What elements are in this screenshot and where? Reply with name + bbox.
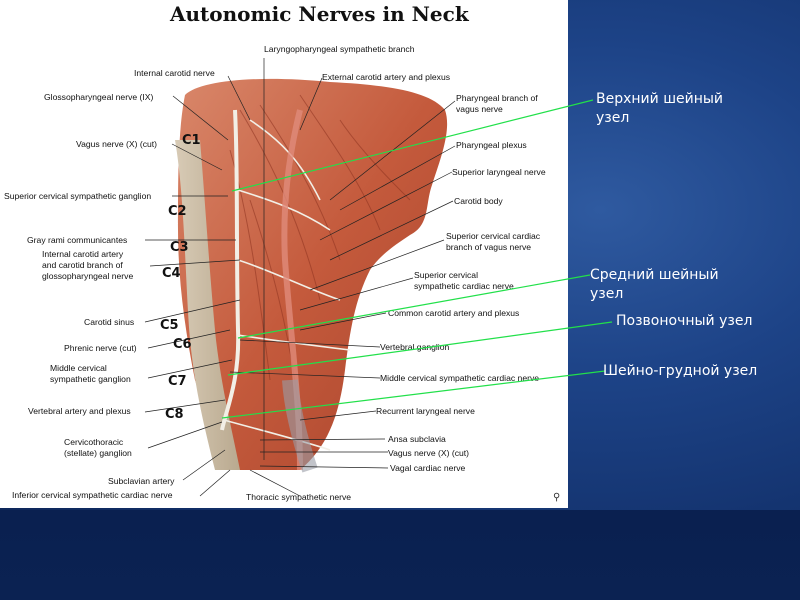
label-internal-carotid-artery-3: glossopharyngeal nerve <box>42 271 134 281</box>
label-laryngopharyngeal-branch: Laryngopharyngeal sympathetic branch <box>264 44 415 54</box>
label-ansa-subclavia: Ansa subclavia <box>388 434 446 444</box>
vertebra-label-c7: C7 <box>168 374 187 389</box>
vertebra-label-c4: C4 <box>162 266 181 281</box>
label-inferior-cardiac-nerve: Inferior cervical sympathetic cardiac ne… <box>12 490 173 500</box>
label-recurrent-laryngeal: Recurrent laryngeal nerve <box>376 406 475 416</box>
label-cervicothoracic-2: (stellate) ganglion <box>64 448 132 458</box>
label-sup-sympathetic-cardiac-1: Superior cervical <box>414 270 478 280</box>
label-external-carotid: External carotid artery and plexus <box>322 72 451 82</box>
label-carotid-sinus: Carotid sinus <box>84 317 135 327</box>
label-vagus-nerve-cut-right: Vagus nerve (X) (cut) <box>388 448 470 458</box>
vertebra-label-c2: C2 <box>168 204 187 219</box>
vertebra-label-c8: C8 <box>165 407 184 422</box>
label-sup-sympathetic-cardiac-2: sympathetic cardiac nerve <box>414 281 514 291</box>
label-superior-cervical-ganglion: Superior cervical sympathetic ganglion <box>4 191 152 201</box>
figure-title: Autonomic Nerves in Neck <box>170 2 469 26</box>
label-thoracic-sympathetic: Thoracic sympathetic nerve <box>246 492 352 502</box>
annotation-cervicothoracic-ganglion: Шейно-грудной узел <box>603 363 758 379</box>
slide-footer-band <box>0 510 800 600</box>
annotation-vertebral-ganglion: Позвоночный узел <box>616 313 753 329</box>
label-common-carotid: Common carotid artery and plexus <box>388 308 520 318</box>
vertebra-label-c6: C6 <box>173 337 192 352</box>
annotation-middle-cervical-ganglion: Средний шейный узел <box>590 267 719 302</box>
label-superior-laryngeal: Superior laryngeal nerve <box>452 167 546 177</box>
label-vertebral-artery: Vertebral artery and plexus <box>28 406 131 416</box>
annotation-superior-cervical-ganglion: Верхний шейный узел <box>596 91 724 126</box>
label-internal-carotid-artery-1: Internal carotid artery <box>42 249 124 259</box>
label-middle-cervical-2: sympathetic ganglion <box>50 374 131 384</box>
cervical-spine <box>175 140 240 470</box>
label-middle-cervical-1: Middle cervical <box>50 363 107 373</box>
vertebra-label-c5: C5 <box>160 318 179 333</box>
label-pharyngeal-branch-2: vagus nerve <box>456 104 503 114</box>
anatomy-figure: ⚲ Autonomic Nerves in Neck Internal caro… <box>0 0 568 508</box>
label-sup-cervical-cardiac-2: branch of vagus nerve <box>446 242 532 252</box>
label-pharyngeal-plexus: Pharyngeal plexus <box>456 140 527 150</box>
label-carotid-body: Carotid body <box>454 196 503 206</box>
label-vertebral-ganglion: Vertebral ganglion <box>380 342 450 352</box>
vertebra-label-c3: C3 <box>170 240 189 255</box>
svg-text:⚲: ⚲ <box>553 492 560 503</box>
label-vagus-nerve-cut: Vagus nerve (X) (cut) <box>76 139 158 149</box>
label-subclavian-artery: Subclavian artery <box>108 476 175 486</box>
label-vagal-cardiac: Vagal cardiac nerve <box>390 463 466 473</box>
label-cervicothoracic-1: Cervicothoracic <box>64 437 124 447</box>
label-glossopharyngeal-nerve: Glossopharyngeal nerve (IX) <box>44 92 154 102</box>
label-middle-cardiac-nerve: Middle cervical sympathetic cardiac nerv… <box>380 373 540 383</box>
label-gray-rami: Gray rami communicantes <box>27 235 128 245</box>
vertebra-label-c1: C1 <box>182 133 201 148</box>
label-sup-cervical-cardiac-1: Superior cervical cardiac <box>446 231 541 241</box>
label-internal-carotid-nerve: Internal carotid nerve <box>134 68 215 78</box>
label-internal-carotid-artery-2: and carotid branch of <box>42 260 123 270</box>
label-pharyngeal-branch-1: Pharyngeal branch of <box>456 93 538 103</box>
label-phrenic-nerve: Phrenic nerve (cut) <box>64 343 137 353</box>
